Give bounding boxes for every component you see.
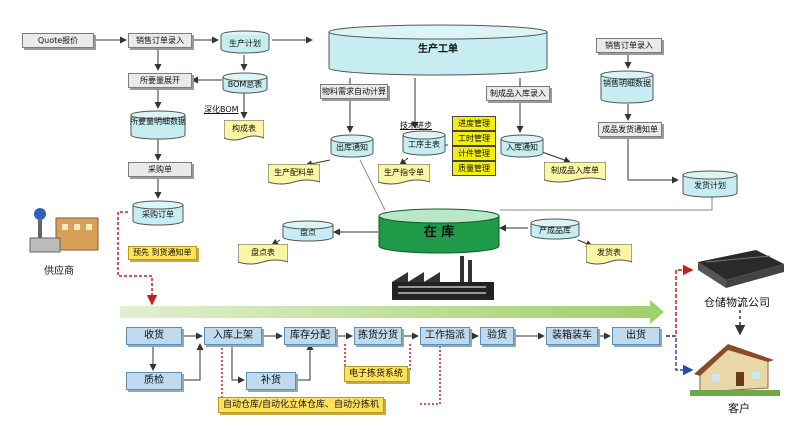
stocktake-cylinder: 盘点 <box>282 220 334 242</box>
deepen-bom-label: 深化BOM <box>204 105 239 114</box>
process-step-pack-load: 装箱装车 <box>546 327 598 345</box>
inbound-notice-cylinder: 入库通知 <box>500 134 544 158</box>
composition-label: 构成表 <box>232 124 256 133</box>
progress-mgmt-box: 进度管理 <box>452 116 496 131</box>
finished-inbound-label: 制成品入库单 <box>551 166 599 175</box>
requirement-detail-cylinder: 所要量明细数据 <box>130 110 186 140</box>
sales-detail-cylinder: 销售明细数据 <box>600 70 654 104</box>
factory-icon <box>392 256 494 300</box>
product-ship-notice-box: 成品发货通知单 <box>598 122 662 137</box>
stocktake-table-label: 盘点表 <box>251 248 275 257</box>
in-stock-label: 在 库 <box>423 225 455 240</box>
bom-label: BOM总表 <box>227 80 263 89</box>
requirement-detail-label: 所要量明细数据 <box>130 117 186 126</box>
composition-doc: 构成表 <box>224 120 264 142</box>
bom-cylinder: BOM总表 <box>222 72 268 94</box>
finished-inbound-entry-box: 制成品入库录入 <box>486 86 550 101</box>
ship-plan-cylinder: 发货计划 <box>682 170 738 198</box>
replenish-box: 补货 <box>246 372 296 390</box>
purchase-order-label: 采购订单 <box>142 210 174 219</box>
warehouse-icon <box>698 250 784 288</box>
e-picking-label: 电子拣货系统 <box>344 366 409 382</box>
logistics-label: 仓储物流公司 <box>704 296 770 309</box>
production-plan-cylinder: 生产计划 <box>220 30 270 54</box>
process-master-cylinder: 工序主表 <box>402 130 446 156</box>
process-master-label: 工序主表 <box>408 140 440 149</box>
customer-label: 客户 <box>728 402 750 415</box>
inbound-notice-label: 入库通知 <box>506 143 538 152</box>
process-step-ship: 出货 <box>612 327 660 345</box>
process-improvement-label: 技术进步 <box>400 121 432 130</box>
in-stock-cylinder: 在 库 <box>378 208 500 254</box>
ship-table-label: 发货表 <box>597 248 621 257</box>
sales-order-entry-box: 销售订单录入 <box>128 33 192 48</box>
sales-detail-label: 销售明细数据 <box>603 79 651 88</box>
advance-notice-label: 预先 到货通知单 <box>128 246 197 260</box>
production-material-doc: 生产配料单 <box>268 164 320 186</box>
supplier-label: 供应商 <box>44 266 74 277</box>
piece-mgmt-box: 计件管理 <box>452 146 496 161</box>
supplier-factory-icon <box>29 208 99 253</box>
production-material-label: 生产配料单 <box>274 168 314 177</box>
production-order-label: 生产工单 <box>418 44 458 55</box>
production-instruction-doc: 生产指令单 <box>378 164 430 186</box>
process-step-allocate: 库存分配 <box>284 327 336 345</box>
production-plan-label: 生产计划 <box>229 39 261 48</box>
stocktake-table-doc: 盘点表 <box>238 244 288 266</box>
stocktake-label: 盘点 <box>300 228 316 237</box>
ship-plan-label: 发货计划 <box>694 181 726 190</box>
product-stock-cylinder: 产成品库 <box>530 218 580 240</box>
finished-inbound-doc: 制成品入库单 <box>544 162 606 184</box>
work-mgmt-box: 工时管理 <box>452 131 496 146</box>
quote-box: Quote报价 <box>22 33 94 48</box>
process-step-inspect: 验货 <box>480 327 514 345</box>
process-step-dispatch: 工作指派 <box>420 327 470 345</box>
process-step-receive: 收货 <box>126 327 182 345</box>
issue-notice-cylinder: 出库通知 <box>330 134 374 158</box>
requirement-expand-box: 所要量展开 <box>128 73 192 88</box>
house-icon <box>690 344 780 396</box>
purchase-list-box: 采购单 <box>128 162 192 177</box>
ship-table-doc: 发货表 <box>586 244 632 266</box>
purchase-order-cylinder: 采购订单 <box>132 200 184 226</box>
process-step-putaway: 入库上架 <box>204 327 262 345</box>
material-calc-box: 物料需求自动计算 <box>320 84 388 99</box>
production-instruction-label: 生产指令单 <box>384 168 424 177</box>
production-order-cylinder: 生产工单 <box>328 24 548 76</box>
sales-order-entry-2-box: 销售订单录入 <box>596 38 662 53</box>
quality-mgmt-box: 质量管理 <box>452 161 496 176</box>
automation-label: 自动仓库/自动化立体仓库、自动分拣机 <box>218 397 385 413</box>
quality-check-box: 质检 <box>126 372 182 390</box>
product-stock-label: 产成品库 <box>539 226 571 235</box>
process-step-pick: 拣货分货 <box>354 327 402 345</box>
issue-notice-label: 出库通知 <box>336 143 368 152</box>
